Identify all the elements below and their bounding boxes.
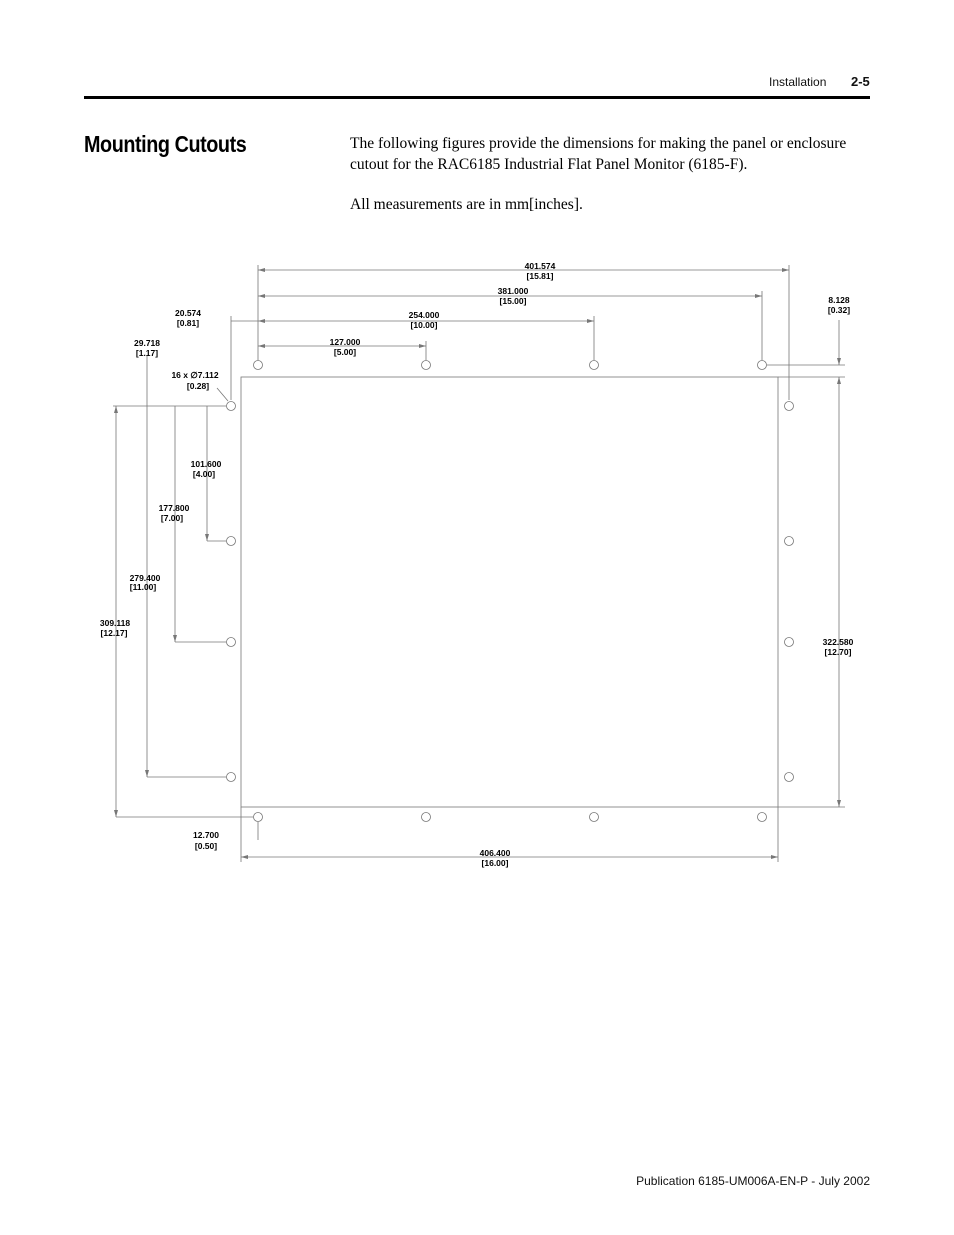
dim-top-offset-in: [0.32]	[828, 305, 850, 315]
dim-279-in: [11.00]	[130, 582, 157, 592]
dim-101-mm: 101.600	[191, 459, 222, 469]
intro-paragraph: The following figures provide the dimens…	[350, 135, 847, 173]
dim-127-mm: 127.000	[330, 337, 361, 347]
mounting-holes	[226, 360, 794, 822]
dim-overall-width-mm: 401.574	[525, 261, 556, 271]
dim-309-mm: 309.118	[100, 618, 131, 628]
header-rule	[84, 96, 870, 99]
dim-left-offset2-mm: 29.718	[134, 338, 160, 348]
dim-left-offset-mm: 20.574	[175, 308, 201, 318]
dim-127-in: [5.00]	[334, 347, 356, 357]
dim-177-in: [7.00]	[161, 513, 183, 523]
dim-cutout-height-in: [12.70]	[825, 647, 852, 657]
dim-left-offset-in: [0.81]	[177, 318, 199, 328]
dim-top-offset-mm: 8.128	[828, 295, 850, 305]
hole-note-mm: 16 x ∅7.112	[171, 370, 218, 380]
section-title: Mounting Cutouts	[84, 131, 247, 157]
dim-177-mm: 177.800	[159, 503, 190, 513]
dim-cutout-width-mm: 406.400	[480, 848, 511, 858]
cutout-outline	[240, 376, 779, 808]
dim-309-in: [12.17]	[101, 628, 128, 638]
dim-254-mm: 254.000	[409, 310, 440, 320]
dim-cutout-height-mm: 322.580	[823, 637, 854, 647]
publication-footer: Publication 6185-UM006A-EN-P - July 2002	[636, 1174, 870, 1188]
dim-cutout-width-in: [16.00]	[482, 858, 509, 868]
dim-bottom-offset-mm: 12.700	[193, 830, 219, 840]
units-note: All measurements are in mm[inches].	[350, 196, 583, 213]
dim-hole-span-in: [15.00]	[500, 296, 527, 306]
dim-overall-width-in: [15.81]	[527, 271, 554, 281]
running-header-section: Installation	[769, 75, 827, 89]
dim-254-in: [10.00]	[411, 320, 438, 330]
dim-101-in: [4.00]	[193, 469, 215, 479]
dim-279-mm: 279.400	[130, 573, 161, 583]
dim-hole-span-mm: 381.000	[498, 286, 529, 296]
page-number: 2-5	[851, 74, 870, 89]
dim-left-offset2-in: [1.17]	[136, 348, 158, 358]
dim-bottom-offset-in: [0.50]	[195, 841, 217, 851]
hole-note-in: [0.28]	[187, 381, 209, 391]
